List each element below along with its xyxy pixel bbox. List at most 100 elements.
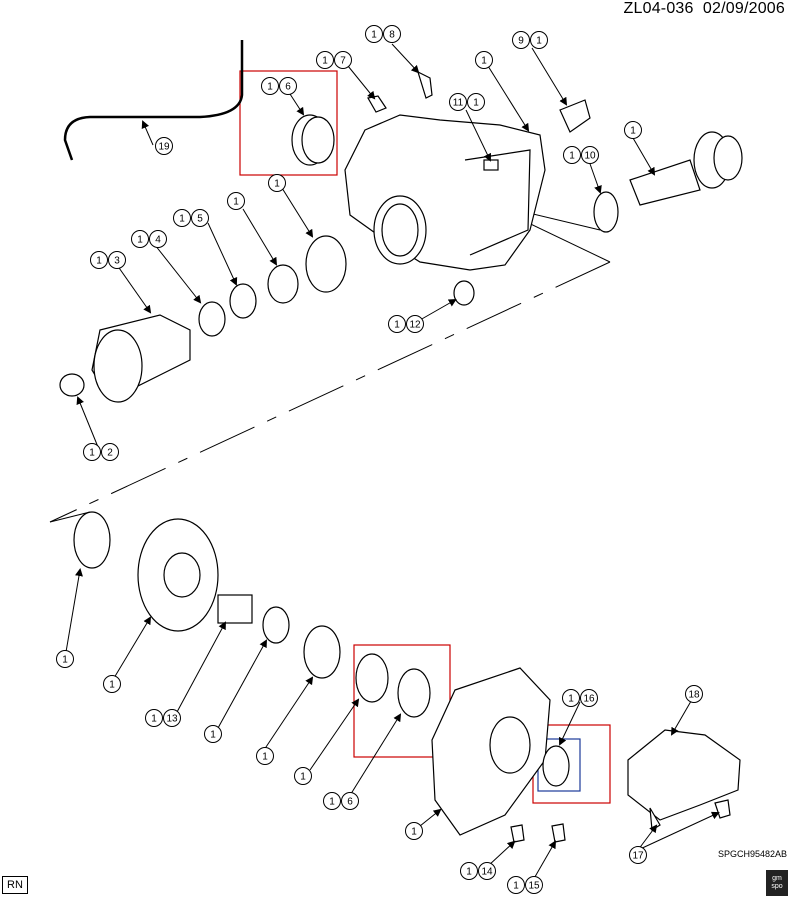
callout-text: 1 xyxy=(137,235,143,246)
callout-text: 1 xyxy=(151,714,157,725)
callout-circle xyxy=(478,862,496,880)
callout-text: 1 xyxy=(329,797,335,808)
seal-10 xyxy=(593,191,619,233)
callout-circle xyxy=(507,876,525,894)
callout-circle xyxy=(512,31,530,49)
callout-text: 1 xyxy=(411,827,417,838)
bolt-7 xyxy=(367,95,387,113)
race-top xyxy=(305,235,347,293)
callout-text: 1 xyxy=(513,881,519,892)
shim-5 xyxy=(229,283,257,319)
callout: 1 10 xyxy=(563,146,599,164)
callout-circle xyxy=(406,315,424,333)
callout-circle xyxy=(131,230,149,248)
callout: 1 xyxy=(56,650,74,668)
callout-circle xyxy=(685,685,703,703)
callout-text: 10 xyxy=(584,151,596,162)
callout-text: 5 xyxy=(197,214,203,225)
callout-circle xyxy=(261,77,279,95)
callout-text: 1 xyxy=(96,256,102,267)
callout-circle xyxy=(90,251,108,269)
callout-text: 2 xyxy=(107,448,113,459)
callout-circle xyxy=(173,209,191,227)
race-lower xyxy=(303,625,341,679)
callout-circle xyxy=(365,25,383,43)
callout-text: 6 xyxy=(285,82,291,93)
callout: 1 14 xyxy=(460,862,496,880)
callout-circle xyxy=(467,93,485,111)
nut-2 xyxy=(59,373,85,397)
callout: 18 xyxy=(685,685,703,703)
callout-text: 1 xyxy=(394,320,400,331)
yoke-3 xyxy=(91,314,191,403)
callout-text: 1 xyxy=(62,655,68,666)
seal-16 xyxy=(542,745,570,787)
callout: 1 xyxy=(405,822,423,840)
callout: 19 xyxy=(155,137,173,155)
callout-circle xyxy=(103,675,121,693)
diagram-header: ZL04-036 02/09/2006 xyxy=(624,0,785,18)
bolt-15 xyxy=(551,823,566,843)
callout: 1 12 xyxy=(388,315,424,333)
callout-text: 1 xyxy=(322,56,328,67)
highlight-box-top xyxy=(239,70,338,176)
callout-text: 1 xyxy=(371,30,377,41)
seal-6-top xyxy=(291,114,335,166)
callout-text: 1 xyxy=(109,680,115,691)
callout-text: 6 xyxy=(347,797,353,808)
callout: 1 xyxy=(227,192,245,210)
callout-circle xyxy=(581,146,599,164)
callout-text: 1 xyxy=(473,98,479,109)
callout-text: 1 xyxy=(262,752,268,763)
callout-text: 1 xyxy=(536,36,542,47)
callout-text: 1 xyxy=(300,772,306,783)
callout-circle xyxy=(383,25,401,43)
lower-housing xyxy=(431,667,551,836)
callout-text: 1 xyxy=(569,151,575,162)
callout-circle xyxy=(624,121,642,139)
callout-text: 14 xyxy=(481,867,493,878)
pinion-shaft xyxy=(629,131,743,206)
callout-text: 1 xyxy=(267,82,273,93)
callout-text: 17 xyxy=(632,851,644,862)
callout-circle xyxy=(563,146,581,164)
top-housing xyxy=(344,114,546,271)
bolt-17b xyxy=(714,799,731,819)
callout-circle xyxy=(268,174,286,192)
callout-text: 1 xyxy=(233,197,239,208)
callout-text: 12 xyxy=(409,320,421,331)
callout-circle xyxy=(56,650,74,668)
callout-text: 9 xyxy=(518,36,524,47)
callout-text: 3 xyxy=(114,256,120,267)
callout-circle xyxy=(525,876,543,894)
callout-circle xyxy=(155,137,173,155)
rn-label: RN xyxy=(2,876,28,894)
callout-text: 1 xyxy=(481,56,487,67)
callout-circle xyxy=(101,443,119,461)
callout-text: 1 xyxy=(210,730,216,741)
callout-text: 4 xyxy=(155,235,161,246)
callout-circle xyxy=(294,767,312,785)
callout-text: 1 xyxy=(466,867,472,878)
diagram-code: ZL04-036 xyxy=(623,0,694,17)
callout-text: 18 xyxy=(688,690,700,701)
callout-text: 13 xyxy=(166,714,178,725)
snap-ring xyxy=(355,653,389,703)
callout: 1 13 xyxy=(145,709,181,727)
callout: 1 xyxy=(268,174,286,192)
callout-circle xyxy=(145,709,163,727)
callout: 1 xyxy=(256,747,274,765)
ring-gear xyxy=(73,511,219,632)
clip-9 xyxy=(559,99,591,133)
